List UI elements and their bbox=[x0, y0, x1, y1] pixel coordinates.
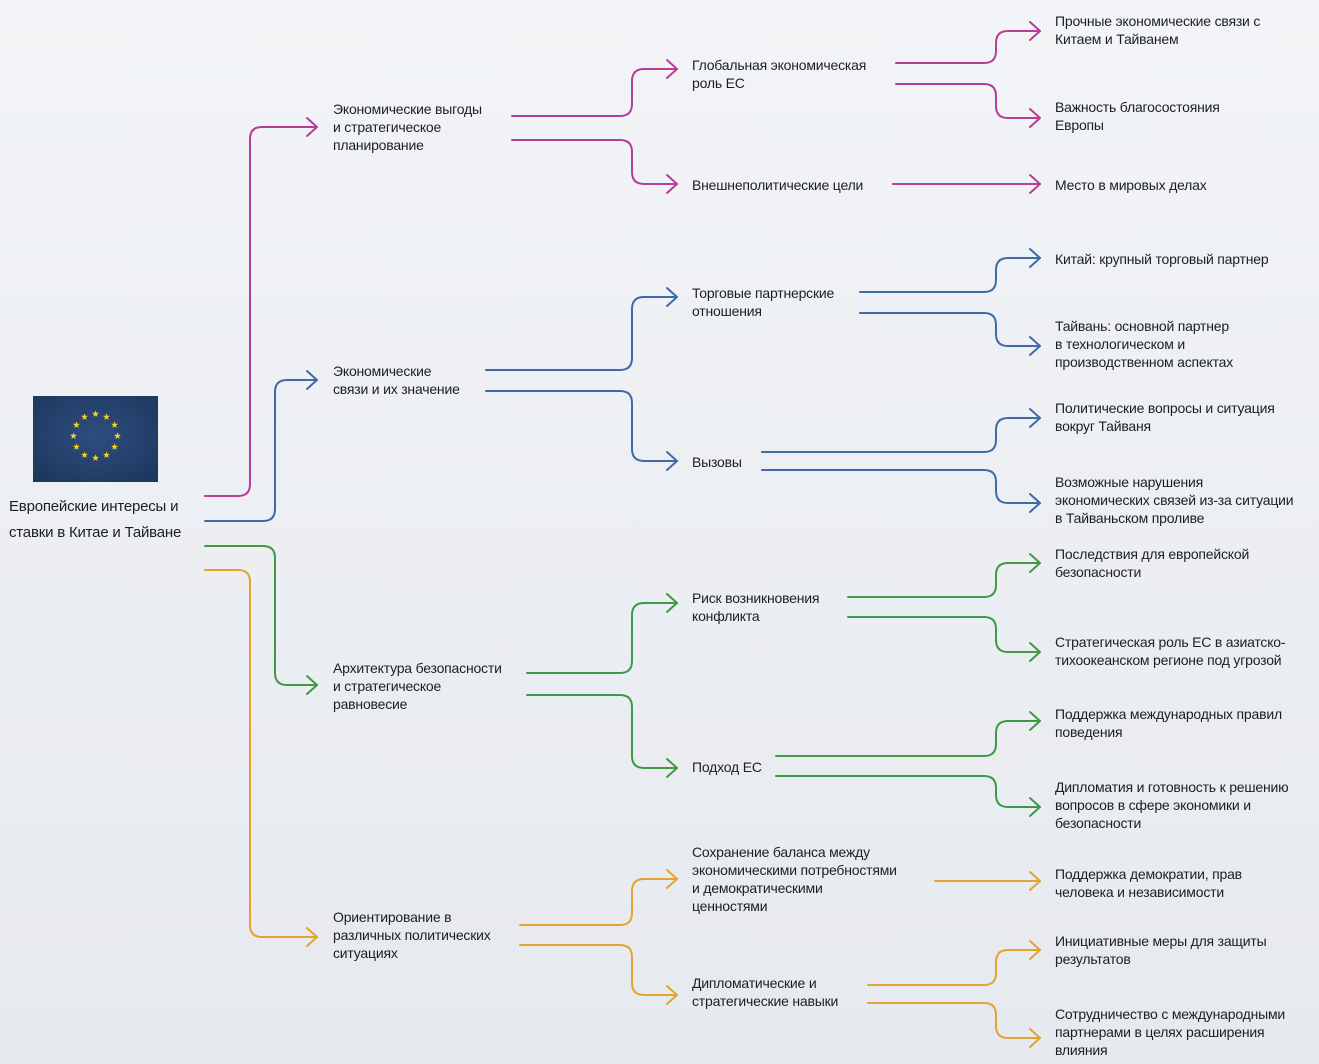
flag-star-icon bbox=[103, 451, 110, 458]
node-challenges: Вызовы bbox=[692, 454, 742, 470]
connector-25-arrowhead bbox=[1029, 1028, 1041, 1048]
connector-1-arrowhead bbox=[306, 370, 318, 390]
connector-22-line bbox=[519, 944, 678, 996]
connector-21-line bbox=[519, 878, 678, 926]
flag-star-icon bbox=[114, 432, 121, 439]
leaf-place-in-world-affairs: Место в мировых делах bbox=[1055, 177, 1207, 193]
leaf-international-rules: Поддержка международных правил поведения bbox=[1055, 706, 1282, 740]
connector-21-arrowhead bbox=[666, 869, 678, 889]
connector-7-arrowhead bbox=[1029, 108, 1041, 128]
leaf-taiwan-partner: Тайвань: основной партнер в технологичес… bbox=[1055, 318, 1234, 370]
connector-16-arrowhead bbox=[666, 758, 678, 778]
connector-24-line bbox=[867, 949, 1041, 986]
connector-20-line bbox=[775, 775, 1041, 808]
connector-9-arrowhead bbox=[666, 287, 678, 307]
branch-economic-ties: Экономические связи и их значение bbox=[333, 363, 460, 397]
connector-12-line bbox=[859, 312, 1041, 347]
leaf-european-prosperity: Важность благосостояния Европы bbox=[1055, 99, 1220, 133]
connector-14-line bbox=[761, 469, 1041, 504]
leaf-diplomacy-readiness: Дипломатия и готовность к решению вопрос… bbox=[1055, 779, 1289, 831]
node-global-economic-role: Глобальная экономическая роль ЕС bbox=[692, 57, 867, 91]
node-foreign-policy-goals: Внешнеполитические цели bbox=[692, 177, 864, 193]
leaf-initiative-measures: Инициативные меры для защиты результатов bbox=[1055, 933, 1267, 967]
root-title: Европейские интересы и ставки в Китае и … bbox=[9, 498, 182, 541]
connector-16-line bbox=[526, 694, 678, 769]
connector-10-arrowhead bbox=[666, 451, 678, 471]
leaf-democracy-support: Поддержка демократии, прав человека и не… bbox=[1055, 866, 1242, 900]
connector-14-arrowhead bbox=[1029, 493, 1041, 513]
leaf-asia-pacific-role: Стратегическая роль ЕС в азиатско- тихоо… bbox=[1055, 634, 1286, 668]
flag-star-icon bbox=[111, 421, 118, 428]
connector-11-line bbox=[859, 257, 1041, 293]
connector-13-line bbox=[761, 417, 1041, 453]
connector-12-arrowhead bbox=[1029, 336, 1041, 356]
leaf-political-issues-taiwan: Политические вопросы и ситуация вокруг Т… bbox=[1055, 400, 1275, 434]
connector-0-arrowhead bbox=[306, 117, 318, 137]
connector-3-arrowhead bbox=[306, 927, 318, 947]
leaf-european-security: Последствия для европейской безопасности bbox=[1055, 546, 1250, 580]
connector-10-line bbox=[485, 390, 678, 462]
leaf-international-cooperation: Сотрудничество с международными партнера… bbox=[1055, 1006, 1286, 1058]
connector-8-arrowhead bbox=[1029, 174, 1041, 194]
connector-1-line bbox=[204, 379, 318, 522]
node-diplomatic-skills: Дипломатические и стратегические навыки bbox=[692, 975, 839, 1009]
connector-17-arrowhead bbox=[1029, 553, 1041, 573]
connector-15-line bbox=[526, 602, 678, 674]
node-trade-partnerships: Торговые партнерские отношения bbox=[692, 285, 835, 319]
connector-4-arrowhead bbox=[666, 59, 678, 79]
flag-star-icon bbox=[111, 443, 118, 450]
node-balance-preservation: Сохранение баланса между экономическими … bbox=[692, 844, 897, 914]
connector-17-line bbox=[847, 562, 1041, 598]
connector-19-arrowhead bbox=[1029, 711, 1041, 731]
node-eu-approach: Подход ЕС bbox=[692, 759, 762, 775]
connector-5-line bbox=[511, 139, 678, 185]
connector-2-line bbox=[204, 545, 318, 686]
connector-4-line bbox=[511, 68, 678, 117]
connector-24-arrowhead bbox=[1029, 940, 1041, 960]
leaf-strong-economic-ties: Прочные экономические связи с Китаем и Т… bbox=[1055, 13, 1261, 47]
connector-19-line bbox=[775, 720, 1041, 757]
flag-star-icon bbox=[92, 454, 99, 461]
connector-22-arrowhead bbox=[666, 985, 678, 1005]
flag-star-icon bbox=[81, 451, 88, 458]
branch-security-architecture: Архитектура безопасности и стратегическо… bbox=[333, 660, 502, 712]
branch-economic-benefits: Экономические выгоды и стратегическое пл… bbox=[333, 101, 482, 153]
connector-9-line bbox=[485, 296, 678, 371]
connector-0-line bbox=[204, 126, 318, 497]
connector-15-arrowhead bbox=[666, 593, 678, 613]
node-conflict-risk: Риск возникновения конфликта bbox=[692, 590, 820, 624]
connector-2-arrowhead bbox=[306, 675, 318, 695]
connector-6-line bbox=[895, 30, 1041, 64]
flag-star-icon bbox=[73, 443, 80, 450]
connector-6-arrowhead bbox=[1029, 21, 1041, 41]
flag-star-icon bbox=[103, 413, 110, 420]
eu-flag-icon bbox=[33, 396, 158, 482]
connector-18-line bbox=[847, 616, 1041, 653]
connector-13-arrowhead bbox=[1029, 408, 1041, 428]
branch-political-navigation: Ориентирование в различных политических … bbox=[333, 909, 491, 961]
connector-5-arrowhead bbox=[666, 174, 678, 194]
connector-23-arrowhead bbox=[1029, 871, 1041, 891]
leaf-strait-disruptions: Возможные нарушения экономических связей… bbox=[1055, 474, 1294, 526]
connector-25-line bbox=[867, 1002, 1041, 1039]
connector-18-arrowhead bbox=[1029, 642, 1041, 662]
leaf-china-trade-partner: Китай: крупный торговый партнер bbox=[1055, 251, 1269, 267]
connector-11-arrowhead bbox=[1029, 248, 1041, 268]
connector-20-arrowhead bbox=[1029, 797, 1041, 817]
flag-star-icon bbox=[81, 413, 88, 420]
connector-3-line bbox=[204, 569, 318, 938]
flag-star-icon bbox=[70, 432, 77, 439]
connector-7-line bbox=[895, 83, 1041, 119]
flag-star-icon bbox=[73, 421, 80, 428]
flag-star-icon bbox=[92, 410, 99, 417]
